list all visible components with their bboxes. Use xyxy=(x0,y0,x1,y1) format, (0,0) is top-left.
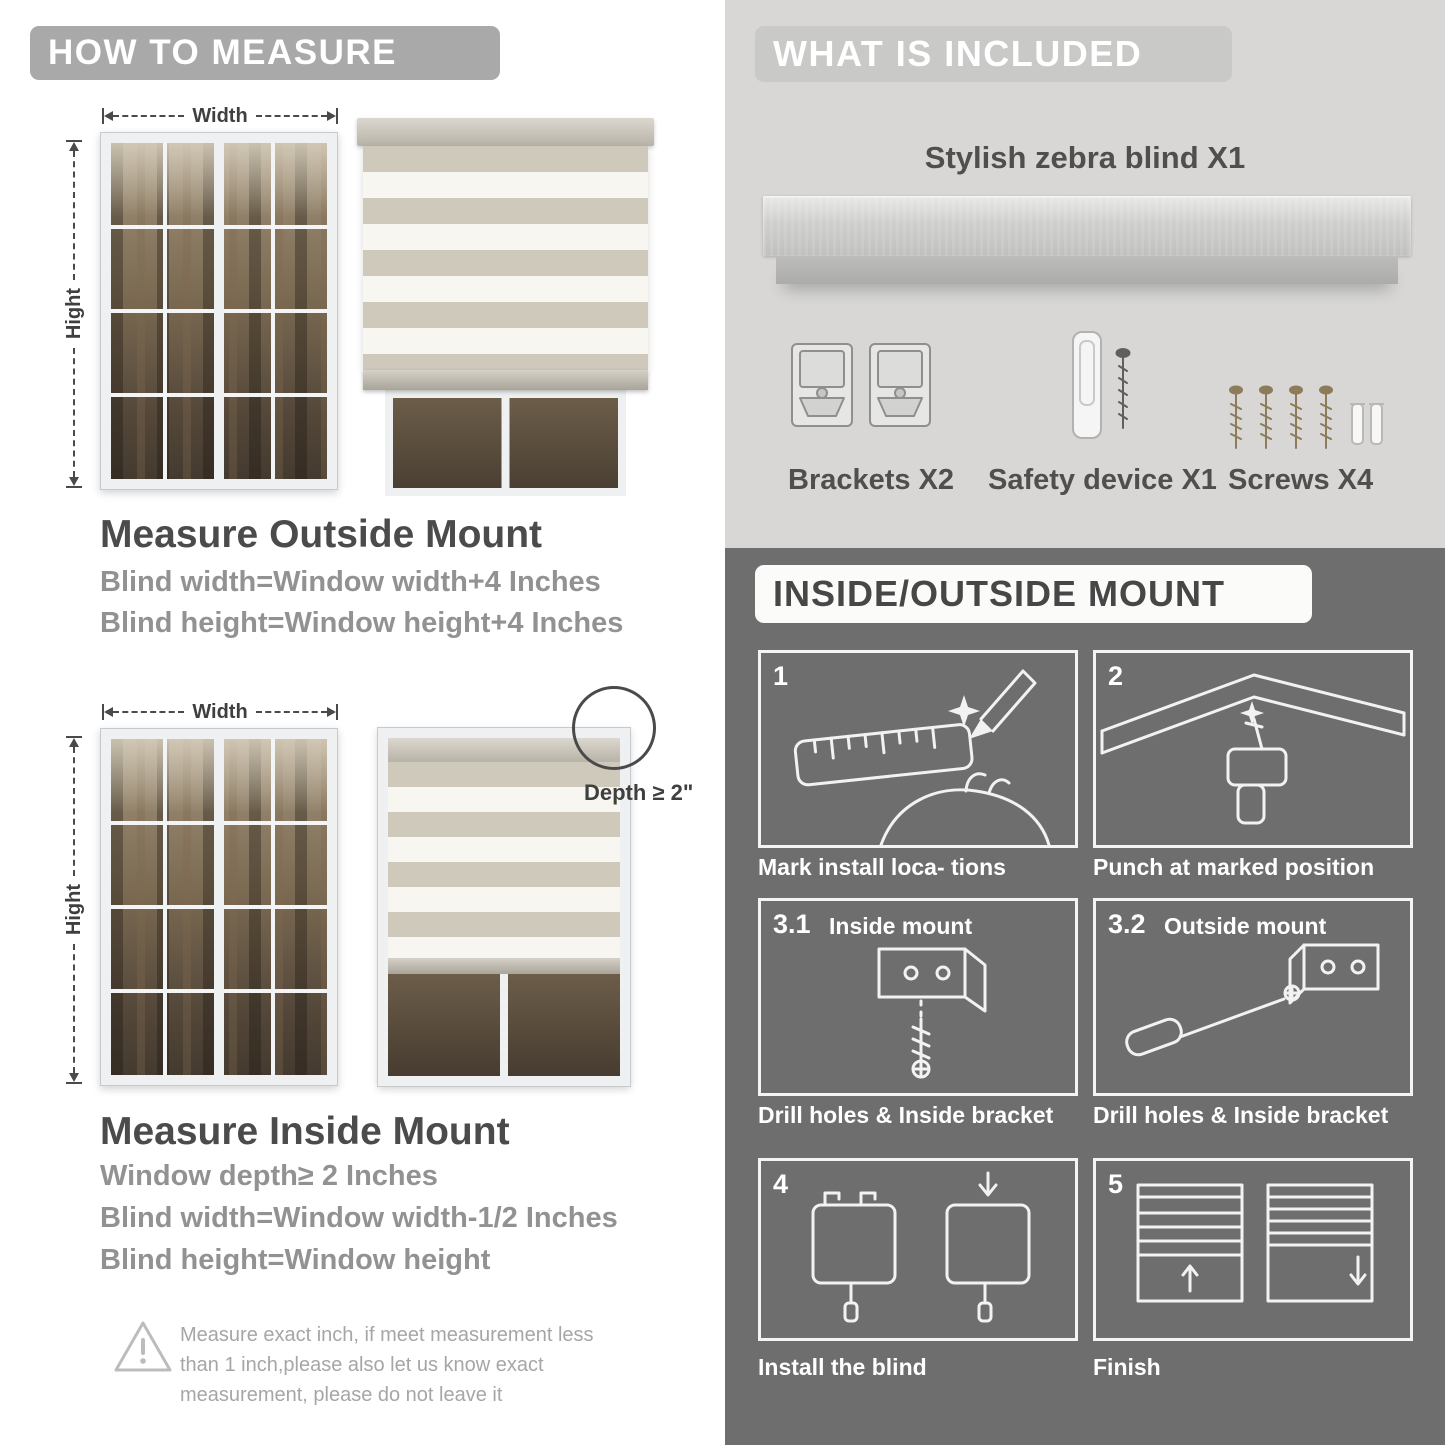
inside-mount-line-3: Blind height=Window height xyxy=(100,1244,491,1276)
arrow-tick xyxy=(66,486,82,488)
arrowhead-down-icon xyxy=(69,1073,79,1082)
inside-outside-mount-header: INSIDE/OUTSIDE MOUNT xyxy=(755,565,1312,623)
dashed-line xyxy=(73,747,75,877)
inside-mount-line-2: Blind width=Window width-1/2 Inches xyxy=(100,1202,618,1234)
arrow-tick xyxy=(102,108,104,124)
width-label: Width xyxy=(192,104,248,127)
window-glass xyxy=(393,398,618,488)
arrow-tick xyxy=(336,704,339,720)
outside-mount-step-label: Outside mount xyxy=(1164,913,1327,939)
dashed-line xyxy=(73,347,75,477)
step-panel-1: 1 xyxy=(758,650,1078,848)
height-label: Hight xyxy=(62,884,85,936)
arrow-tick xyxy=(66,736,82,738)
window-illustration-inside xyxy=(100,728,338,1086)
window-behind-blind xyxy=(385,390,626,496)
brackets-icon xyxy=(791,343,931,427)
arrow-tick xyxy=(66,140,82,142)
step-caption-3-1: Drill holes & Inside bracket xyxy=(758,1102,1054,1128)
arrow-tick xyxy=(66,1082,82,1084)
dashed-line xyxy=(113,115,185,117)
step-panel-3-2: 3.2 Outside mount xyxy=(1093,898,1413,1096)
window-glass xyxy=(111,143,327,479)
how-to-measure-section: HOW TO MEASURE Width Hight Measure Outsi… xyxy=(0,0,722,1445)
window-glass xyxy=(388,974,620,1076)
height-measure-arrow-inside: Hight xyxy=(63,736,85,1084)
arrowhead-up-icon xyxy=(69,738,79,747)
dashed-line xyxy=(73,943,75,1073)
drill-punch-illustration xyxy=(1100,673,1406,825)
arrowhead-down-icon xyxy=(69,477,79,486)
dashed-line xyxy=(73,151,75,281)
zebra-blind-outside-illustration xyxy=(357,118,654,496)
outside-mount-line-2: Blind height=Window height+4 Inches xyxy=(100,607,624,639)
inside-mount-line-1: Window depth≥ 2 Inches xyxy=(100,1160,438,1192)
inside-mount-title: Measure Inside Mount xyxy=(100,1110,510,1153)
step-number: 2 xyxy=(1108,661,1124,691)
blind-stripes xyxy=(363,146,648,370)
inside-outside-mount-section: INSIDE/OUTSIDE MOUNT 1 Mark install loc xyxy=(725,548,1445,1445)
dashed-line xyxy=(255,115,328,117)
window-illustration-outside xyxy=(100,132,338,490)
outside-mount-title: Measure Outside Mount xyxy=(100,513,543,556)
blind-bottom-rail xyxy=(388,958,620,974)
arrowhead-up-icon xyxy=(69,142,79,151)
screws-label: Screws X4 xyxy=(1228,464,1374,496)
step-number: 3.1 xyxy=(773,909,811,939)
inside-bracket-illustration xyxy=(877,947,987,1079)
height-label: Hight xyxy=(62,288,85,340)
blind-cassette xyxy=(357,118,654,146)
how-to-measure-header: HOW TO MEASURE xyxy=(30,26,500,80)
width-measure-arrow-outside: Width xyxy=(102,105,339,127)
arrowhead-right-icon xyxy=(327,111,337,121)
headrail-lip xyxy=(776,256,1398,284)
arrow-tick xyxy=(336,108,339,124)
arrowhead-left-icon xyxy=(104,111,113,121)
headrail-bar xyxy=(763,196,1411,256)
zebra-blind-headrail-illustration xyxy=(763,196,1411,284)
step-panel-5: 5 xyxy=(1093,1158,1413,1341)
finish-illustration xyxy=(1136,1183,1374,1303)
blind-stripes xyxy=(388,762,620,958)
step-panel-3-1: 3.1 Inside mount xyxy=(758,898,1078,1096)
safety-device-label: Safety device X1 xyxy=(988,464,1217,496)
dashed-line xyxy=(113,711,185,713)
install-blind-illustration xyxy=(811,1171,1031,1323)
step-caption-3-2: Drill holes & Inside bracket xyxy=(1093,1102,1389,1128)
step-number: 4 xyxy=(773,1169,789,1199)
zebra-blind-label: Stylish zebra blind X1 xyxy=(924,140,1246,175)
arrow-tick xyxy=(102,704,104,720)
step-number: 5 xyxy=(1108,1169,1124,1199)
inside-mount-step-label: Inside mount xyxy=(829,913,973,939)
screws-icon xyxy=(1229,385,1384,449)
step-number: 1 xyxy=(773,661,789,691)
depth-label: Depth ≥ 2" xyxy=(584,780,694,805)
step-caption-5: Finish xyxy=(1093,1354,1161,1380)
warning-triangle-icon xyxy=(114,1321,172,1372)
zebra-blind-inside-illustration xyxy=(377,727,631,1087)
arrowhead-right-icon xyxy=(327,707,337,717)
step-caption-4: Install the blind xyxy=(758,1354,927,1380)
what-is-included-section: WHAT IS INCLUDED Stylish zebra blind X1 xyxy=(725,0,1445,548)
width-measure-arrow-inside: Width xyxy=(102,701,339,723)
safety-device-icon xyxy=(1072,331,1131,439)
brackets-label: Brackets X2 xyxy=(788,464,955,496)
step-panel-4: 4 xyxy=(758,1158,1078,1341)
step-number: 3.2 xyxy=(1108,909,1146,939)
outside-bracket-illustration xyxy=(1125,943,1380,1057)
what-is-included-header: WHAT IS INCLUDED xyxy=(755,26,1232,82)
blind-bottom-rail xyxy=(363,370,648,390)
step-caption-2: Punch at marked position xyxy=(1093,854,1375,880)
depth-detail-circle xyxy=(572,686,656,770)
step-panel-2: 2 xyxy=(1093,650,1413,848)
window-glass xyxy=(111,739,327,1075)
height-measure-arrow-outside: Hight xyxy=(63,140,85,488)
measurement-warning-text: Measure exact inch, if meet measurement … xyxy=(180,1324,594,1406)
dashed-line xyxy=(255,711,328,713)
arrowhead-left-icon xyxy=(104,707,113,717)
width-label: Width xyxy=(192,700,248,723)
step-caption-1: Mark install loca- tions xyxy=(758,854,1006,880)
mark-location-illustration xyxy=(793,669,1051,845)
outside-mount-line-1: Blind width=Window width+4 Inches xyxy=(100,566,601,598)
